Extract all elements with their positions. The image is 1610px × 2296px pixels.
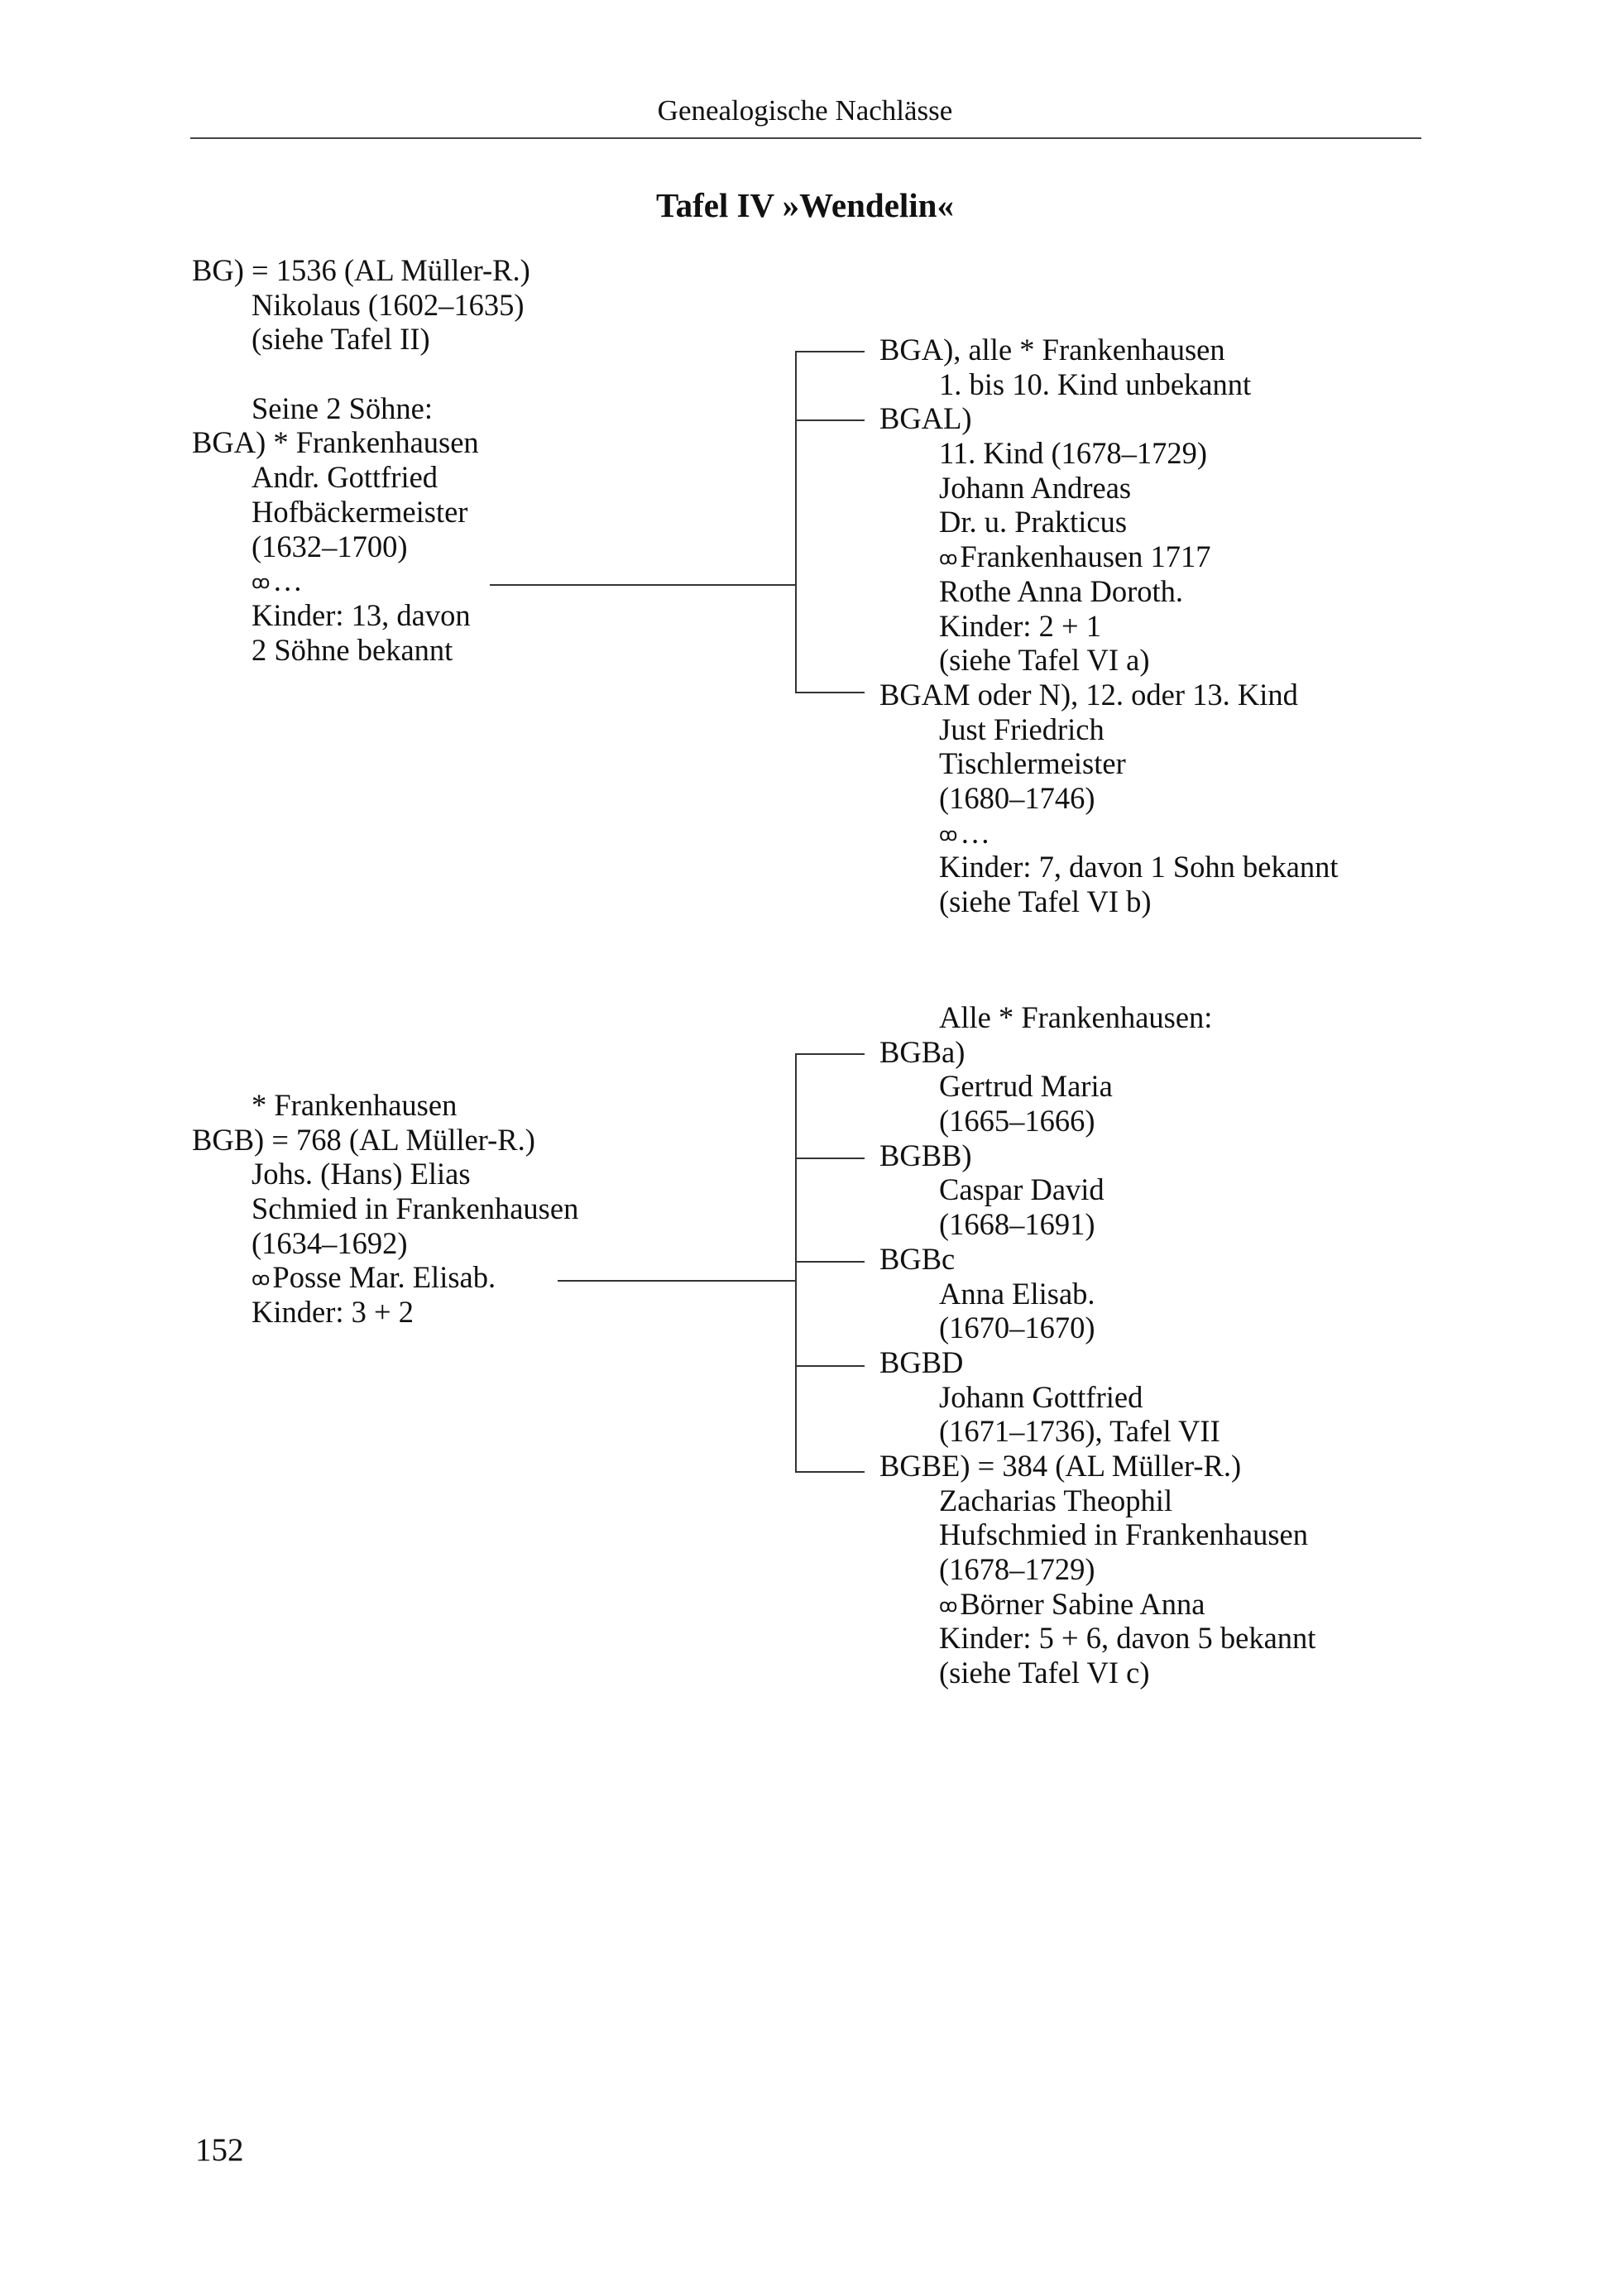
- bgb-occupation: Schmied in Frankenhausen: [252, 1191, 579, 1226]
- bgb-children-intro: Alle * Frankenhausen:: [939, 1000, 1213, 1034]
- bga-dates: (1632–1700): [252, 529, 408, 563]
- bgal-reference: (siehe Tafel VI a): [939, 643, 1150, 678]
- bgam-marriage: ꝏ…: [939, 815, 990, 850]
- bgam-occupation: Tischlermeister: [939, 746, 1126, 781]
- connector-b-vertical: [795, 1053, 797, 1472]
- bgbe-name: Zacharias Theophil: [939, 1483, 1173, 1517]
- bgal-child-number: 11. Kind (1678–1729): [939, 436, 1208, 471]
- connector-bgb-to-children: [558, 1280, 795, 1282]
- bg-reference: (siehe Tafel II): [252, 322, 430, 357]
- bga-child-group-line: BGA), alle * Frankenhausen: [879, 333, 1225, 367]
- bgbd-name: Johann Gottfried: [939, 1379, 1143, 1414]
- bgal-id-line: BGAL): [879, 401, 972, 436]
- bgbc-name: Anna Elisab.: [939, 1276, 1095, 1311]
- bgam-id-line: BGAM oder N), 12. oder 13. Kind: [879, 677, 1298, 712]
- connector-a-branch-2: [795, 419, 865, 421]
- connector-b-branch-4: [795, 1365, 865, 1367]
- section-b-children: Alle * Frankenhausen: BGBa) Gertrud Mari…: [879, 1000, 1315, 1690]
- header-rule: [190, 137, 1421, 139]
- bg-id-line: BG) = 1536 (AL Müller-R.): [192, 253, 530, 287]
- bgbb-dates: (1668–1691): [939, 1207, 1095, 1242]
- interlocking-rings-icon: ꝏ: [939, 824, 958, 846]
- bgbb-id-line: BGBB): [879, 1138, 972, 1172]
- spacer: [192, 357, 530, 391]
- bga-name: Andr. Gottfried: [252, 460, 438, 495]
- interlocking-rings-icon: ꝏ: [252, 573, 271, 594]
- bgam-children: Kinder: 7, davon 1 Sohn bekannt: [939, 850, 1339, 884]
- bga-id-line: BGA) * Frankenhausen: [192, 425, 479, 460]
- bga-occupation: Hofbäckermeister: [252, 494, 468, 529]
- bgal-children: Kinder: 2 + 1: [939, 608, 1101, 643]
- running-header: Genealogische Nachlässe: [657, 94, 953, 127]
- bgb-dates: (1634–1692): [252, 1225, 408, 1260]
- page-title: Tafel IV »Wendelin«: [656, 186, 954, 224]
- bgbc-id-line: BGBc: [879, 1241, 956, 1276]
- bgb-birth: * Frankenhausen: [252, 1088, 458, 1122]
- bgal-name: Johann Andreas: [939, 470, 1132, 505]
- bga-children: Kinder: 13, davon: [252, 597, 471, 632]
- connector-b-branch-3: [795, 1261, 865, 1263]
- connector-b-branch-5: [795, 1471, 865, 1473]
- bgbe-reference: (siehe Tafel VI c): [939, 1656, 1150, 1690]
- bgbe-occupation: Hufschmied in Frankenhausen: [939, 1517, 1309, 1552]
- bgb-id-line: BGB) = 768 (AL Müller-R.): [192, 1122, 535, 1157]
- bgba-id-line: BGBa): [879, 1034, 966, 1069]
- connector-b-branch-2: [795, 1158, 865, 1159]
- connector-bga-to-children: [490, 584, 796, 586]
- bgal-spouse: Rothe Anna Doroth.: [939, 573, 1184, 608]
- bgam-reference: (siehe Tafel VI b): [939, 884, 1152, 918]
- section-b-parent: * Frankenhausen BGB) = 768 (AL Müller-R.…: [192, 1088, 578, 1330]
- section-a-parent: BG) = 1536 (AL Müller-R.) Nikolaus (1602…: [192, 253, 530, 667]
- bgam-name: Just Friedrich: [939, 712, 1104, 746]
- bgbe-dates: (1678–1729): [939, 1552, 1095, 1586]
- connector-a-vertical: [795, 351, 797, 692]
- connector-a-branch-3: [795, 692, 865, 693]
- bgb-name: Johs. (Hans) Elias: [252, 1157, 471, 1191]
- bgba-name: Gertrud Maria: [939, 1069, 1113, 1104]
- bgam-dates: (1680–1746): [939, 780, 1095, 815]
- bg-name: Nikolaus (1602–1635): [252, 287, 525, 322]
- bgba-dates: (1665–1666): [939, 1104, 1095, 1138]
- bgbe-children: Kinder: 5 + 6, davon 5 bekannt: [939, 1621, 1316, 1656]
- interlocking-rings-icon: ꝏ: [939, 549, 958, 570]
- bgbe-id-line: BGBE) = 384 (AL Müller-R.): [879, 1448, 1242, 1483]
- bgal-occupation: Dr. u. Prakticus: [939, 505, 1128, 539]
- bgb-children: Kinder: 3 + 2: [252, 1295, 414, 1330]
- connector-a-branch-1: [795, 351, 865, 352]
- bga-children-known: 2 Söhne bekannt: [252, 632, 453, 667]
- interlocking-rings-icon: ꝏ: [939, 1595, 958, 1617]
- bga-child-group-note: 1. bis 10. Kind unbekannt: [939, 367, 1252, 401]
- section-a-children: BGA), alle * Frankenhausen 1. bis 10. Ki…: [879, 333, 1339, 919]
- bgbd-id-line: BGBD: [879, 1345, 964, 1379]
- bgbd-dates: (1671–1736), Tafel VII: [939, 1414, 1220, 1449]
- bgbb-name: Caspar David: [939, 1172, 1104, 1207]
- sons-label: Seine 2 Söhne:: [252, 391, 433, 425]
- interlocking-rings-icon: ꝏ: [252, 1269, 271, 1291]
- connector-b-branch-1: [795, 1053, 865, 1055]
- bgbc-dates: (1670–1670): [939, 1311, 1095, 1345]
- page-number: 152: [195, 2132, 244, 2168]
- bga-marriage: ꝏ…: [252, 563, 303, 598]
